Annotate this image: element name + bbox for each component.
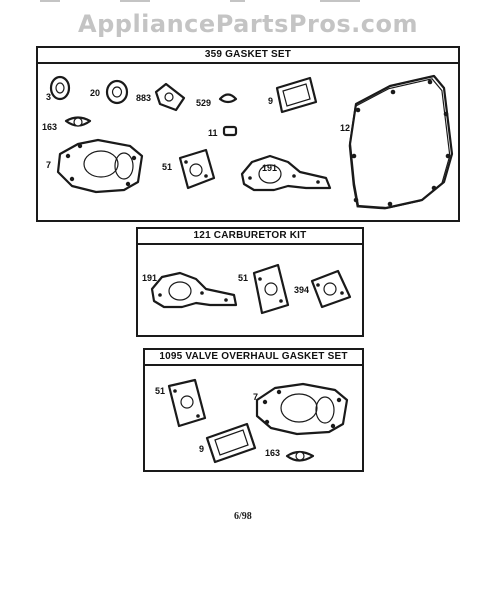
part-label-163: 163 — [42, 122, 58, 132]
gasket-part-883 — [154, 82, 186, 112]
gasket-set-parts-art — [49, 74, 454, 210]
gasket-part-191 — [150, 271, 238, 309]
gasket-part-529 — [218, 93, 238, 104]
part-label-9: 9 — [199, 444, 205, 454]
top-edge-marks — [40, 0, 360, 2]
part-label-11: 11 — [208, 128, 218, 138]
part-label-883: 883 — [136, 93, 152, 103]
gasket-part-9 — [275, 76, 318, 114]
gasket-part-12 — [348, 74, 454, 210]
part-label-529: 529 — [196, 98, 212, 108]
part-label-191: 191 — [262, 163, 278, 173]
part-label-51: 51 — [155, 386, 166, 396]
panel-title: 121 CARBURETOR KIT — [138, 229, 362, 245]
gasket-part-51 — [252, 263, 290, 315]
part-label-12: 12 — [340, 123, 351, 133]
part-label-9: 9 — [268, 96, 274, 106]
page-footer-date: 6/98 — [234, 511, 252, 522]
watermark: AppliancePartsPros.com — [78, 10, 418, 38]
seal-part-3 — [49, 75, 71, 101]
part-label-51: 51 — [238, 273, 249, 283]
gasket-part-394 — [310, 269, 352, 309]
gasket-part-7 — [255, 382, 349, 436]
part-label-3: 3 — [46, 92, 52, 102]
part-label-163: 163 — [265, 448, 281, 458]
part-label-20: 20 — [90, 88, 101, 98]
panel-title: 359 GASKET SET — [38, 48, 458, 64]
gasket-part-11 — [222, 125, 238, 137]
seal-part-20 — [105, 79, 129, 105]
part-label-51: 51 — [162, 162, 173, 172]
part-label-191: 191 — [142, 273, 158, 283]
valve-overhaul-gasket-set-panel: 1095 VALVE OVERHAUL GASKET SET — [143, 348, 364, 472]
carburetor-kit-panel: 121 CARBURETOR KIT 191 51 394 — [136, 227, 364, 337]
gasket-part-163 — [285, 450, 315, 462]
gasket-part-9 — [205, 422, 257, 464]
gasket-part-51 — [178, 148, 216, 190]
gasket-part-191 — [240, 154, 332, 192]
carburetor-kit-parts-art — [150, 263, 352, 315]
gasket-set-panel: 359 GASKET SET — [36, 46, 460, 222]
valve-overhaul-parts-art — [167, 378, 349, 464]
gasket-part-51 — [167, 378, 207, 428]
part-label-7: 7 — [253, 392, 259, 402]
panel-title: 1095 VALVE OVERHAUL GASKET SET — [145, 350, 362, 366]
part-label-7: 7 — [46, 160, 52, 170]
part-label-394: 394 — [294, 285, 310, 295]
gasket-part-163 — [64, 116, 92, 127]
gasket-part-7 — [56, 138, 144, 194]
